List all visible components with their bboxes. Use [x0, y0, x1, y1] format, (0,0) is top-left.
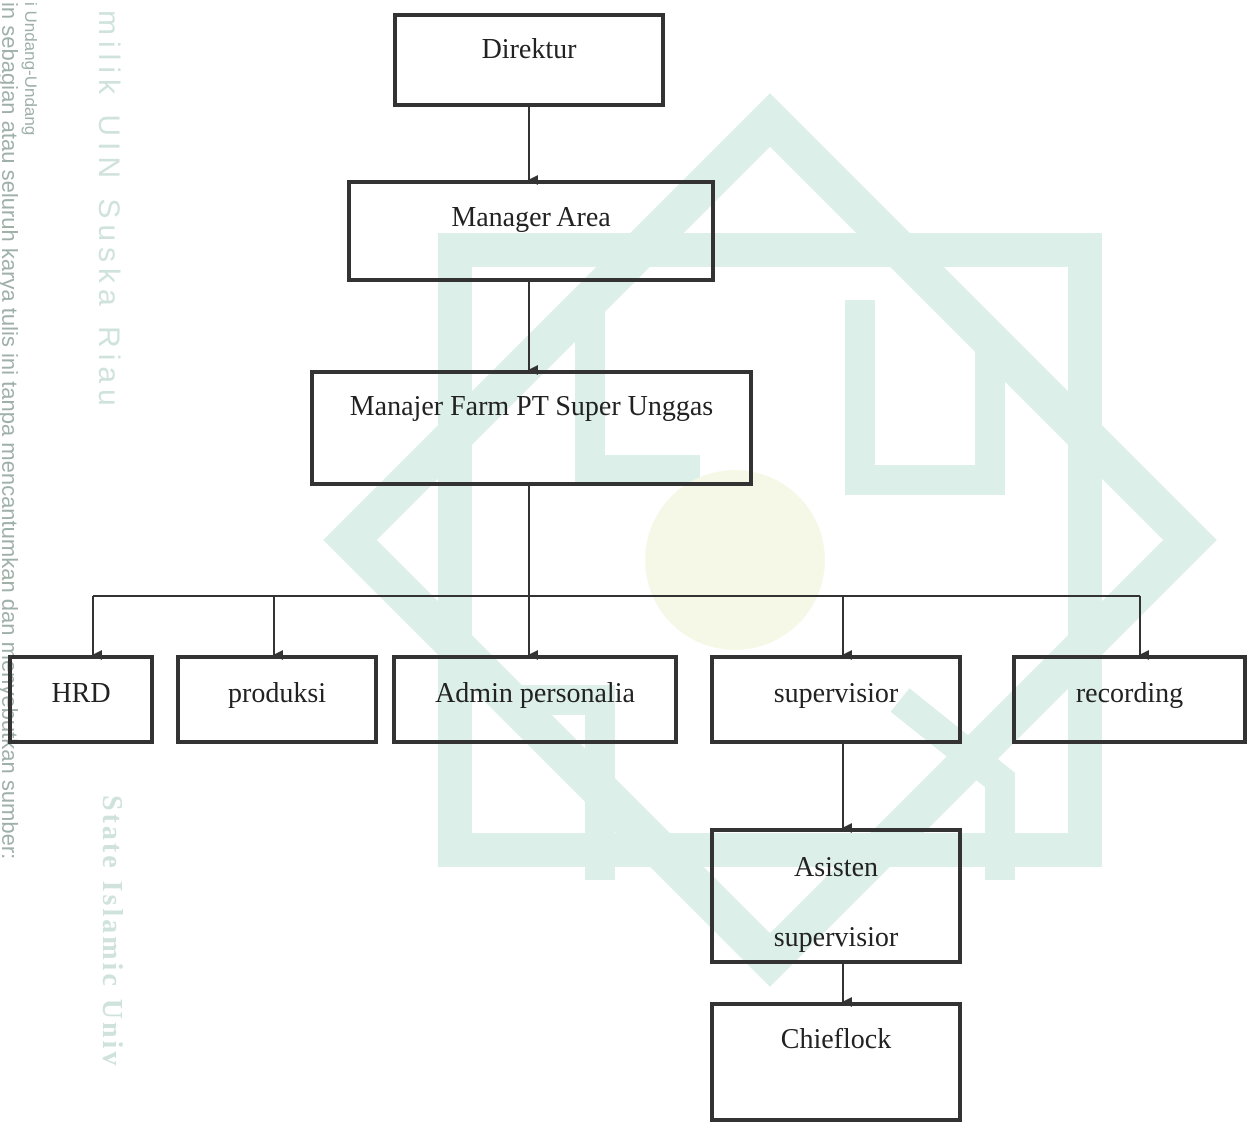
node-produksi: produksi	[176, 655, 378, 744]
node-admin-personalia: Admin personalia	[392, 655, 678, 744]
node-manager-area: Manager Area	[347, 180, 715, 282]
node-label: Direktur	[481, 34, 577, 65]
node-recording: recording	[1012, 655, 1247, 744]
node-supervisior: supervisior	[710, 655, 962, 744]
node-label: HRD	[51, 678, 111, 709]
node-label: produksi	[228, 678, 326, 709]
node-label: supervisior	[773, 678, 899, 709]
node-manajer-farm: Manajer Farm PT Super Unggas	[310, 370, 753, 486]
node-label-line1: Asisten	[794, 852, 878, 883]
node-hrd: HRD	[8, 655, 154, 744]
node-asisten-supervisior: Asisten supervisior	[710, 828, 962, 964]
node-label-line2: supervisior	[773, 922, 899, 953]
node-direktur: Direktur	[393, 13, 665, 107]
node-chieflock: Chieflock	[710, 1002, 962, 1122]
node-label: recording	[1075, 678, 1184, 709]
node-label: Manager Area	[451, 202, 611, 233]
node-label: Manajer Farm PT Super Unggas	[349, 391, 714, 422]
node-label: Admin personalia	[435, 678, 635, 709]
node-label: Chieflock	[780, 1024, 892, 1055]
